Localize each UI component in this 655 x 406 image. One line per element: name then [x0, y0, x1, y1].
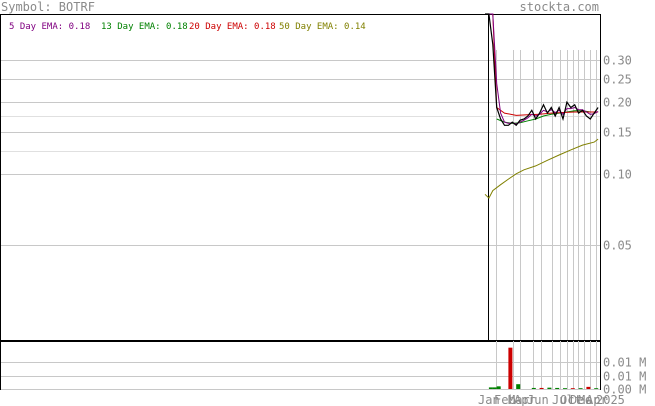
x-tick-label: Apr	[514, 393, 536, 406]
series-line-price	[485, 13, 599, 127]
volume-bar	[563, 388, 567, 389]
price-lines	[484, 13, 599, 199]
volume-bar	[516, 384, 521, 389]
x-tick-label: Feb	[494, 393, 516, 406]
legend-entry: 13 Day EMA: 0.18	[101, 22, 188, 32]
price-tick-label: 0.25	[603, 73, 632, 87]
volume-tick-label: 0.01 M	[603, 356, 646, 370]
x-tick-label: Apr	[586, 393, 608, 406]
price-tick-label: 0.20	[603, 96, 632, 110]
volume-bar	[492, 387, 497, 389]
site-label: stockta.com	[519, 0, 599, 14]
volume-tick-label: 0.01 M	[603, 370, 646, 384]
price-tick-label: 0.15	[603, 126, 632, 140]
volume-bar	[570, 388, 575, 389]
volume-bars	[488, 347, 599, 389]
volume-bar	[531, 387, 536, 389]
volume-bar	[547, 387, 552, 389]
x-tick-label: Jan	[478, 393, 500, 406]
x-tick-label: Oct	[560, 393, 582, 406]
x-tick-label: Jul	[552, 393, 574, 406]
volume-bar	[578, 388, 583, 389]
x-tick-label: Jun	[527, 393, 549, 406]
legend-entry: 20 Day EMA: 0.18	[189, 22, 276, 32]
legend-entry: 50 Day EMA: 0.14	[279, 22, 366, 32]
series-line-ema50	[484, 138, 599, 199]
x-tick-label: Dec	[570, 393, 592, 406]
volume-bar	[496, 386, 501, 389]
volume-bar	[539, 387, 544, 389]
symbol-label: Symbol: BOTRF	[1, 0, 95, 14]
legend-entry: 5 Day EMA: 0.18	[9, 22, 90, 32]
volume-bar	[488, 387, 493, 389]
volume-bar	[555, 387, 560, 389]
price-tick-label: 0.10	[603, 168, 632, 182]
volume-bar	[594, 388, 599, 389]
x-tick-label: Mar	[578, 393, 600, 406]
series-line-ema5	[485, 13, 599, 125]
x-tick-label: 2025	[596, 393, 625, 406]
vertical-grid-lines	[488, 14, 597, 389]
volume-axis-labels: 0.01 M0.01 M0.00 M	[603, 356, 646, 397]
x-tick-label: Mar	[508, 393, 530, 406]
price-tick-label: 0.05	[603, 239, 632, 253]
chart-frame	[0, 14, 601, 390]
price-axis-labels: 0.30 0.25 0.20 0.15 0.10 0.05	[603, 54, 632, 253]
price-tick-label: 0.30	[603, 54, 632, 68]
volume-bar	[508, 347, 513, 389]
volume-bar	[586, 386, 591, 389]
volume-tick-label: 0.00 M	[603, 383, 646, 397]
